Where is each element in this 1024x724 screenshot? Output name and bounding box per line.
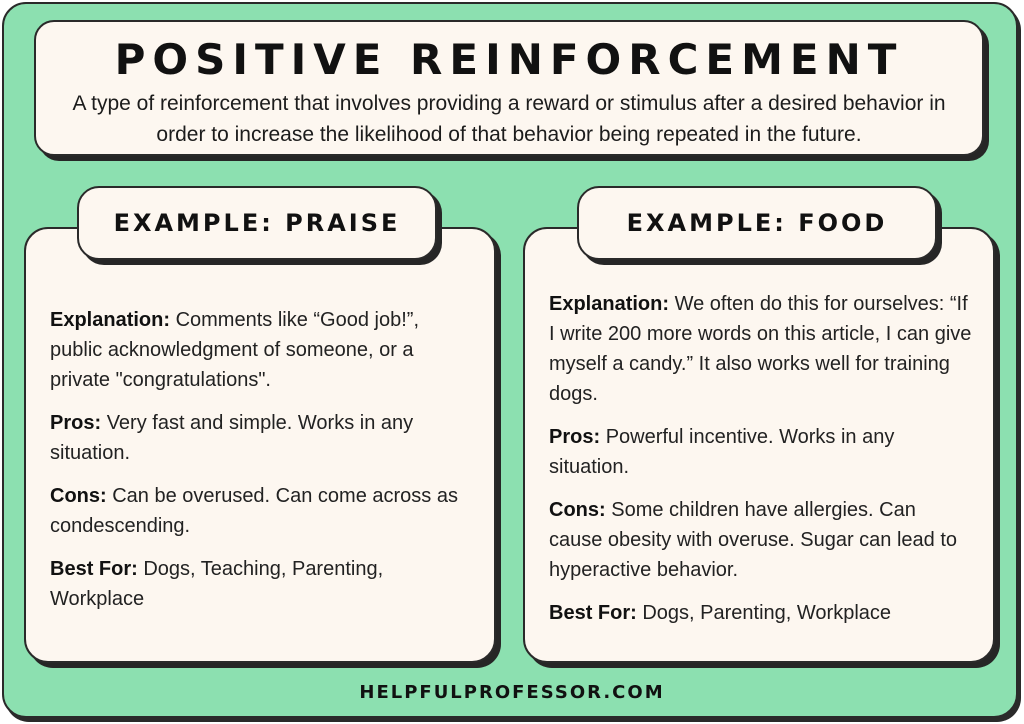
entry-text: We often do this for ourselves: “If I wr… — [549, 293, 972, 405]
example-tab-praise: EXAMPLE: PRAISE — [77, 186, 437, 260]
entry-label: Pros: — [549, 426, 601, 448]
entry-label: Cons: — [50, 485, 107, 507]
entry-text: Comments like “Good job!”, public acknow… — [50, 309, 419, 391]
entry-label: Explanation: — [50, 309, 171, 331]
entry-text: Powerful incentive. Works in any situati… — [549, 426, 895, 478]
entry-text: Some children have allergies. Can cause … — [549, 499, 958, 581]
entry-text: Dogs, Teaching, Parenting, Workplace — [50, 558, 384, 610]
page-title: POSITIVE REINFORCEMENT — [114, 35, 904, 84]
entry-text: Dogs, Parenting, Workplace — [642, 602, 892, 624]
example-tab-food: EXAMPLE: FOOD — [577, 186, 937, 260]
cons-entry: Cons: Can be overused. Can come across a… — [50, 481, 474, 541]
example-panel-praise: Explanation: Comments like “Good job!”, … — [24, 227, 496, 663]
best-for-entry: Best For: Dogs, Parenting, Workplace — [549, 598, 973, 628]
entry-label: Explanation: — [549, 293, 670, 315]
entry-text: Very fast and simple. Works in any situa… — [50, 412, 414, 464]
entry-label: Cons: — [549, 499, 606, 521]
entry-label: Pros: — [50, 412, 102, 434]
cons-entry: Cons: Some children have allergies. Can … — [549, 495, 973, 585]
explanation-entry: Explanation: Comments like “Good job!”, … — [50, 305, 474, 395]
panel-body: Explanation: Comments like “Good job!”, … — [50, 305, 474, 627]
example-panel-food: Explanation: We often do this for oursel… — [523, 227, 995, 663]
definition-text: A type of reinforcement that involves pr… — [72, 92, 946, 146]
best-for-entry: Best For: Dogs, Teaching, Parenting, Wor… — [50, 554, 474, 614]
pros-entry: Pros: Very fast and simple. Works in any… — [50, 408, 474, 468]
pros-entry: Pros: Powerful incentive. Works in any s… — [549, 422, 973, 482]
footer-site-credit: HELPFULPROFESSOR.COM — [359, 682, 665, 703]
entry-label: Best For: — [549, 602, 637, 624]
entry-label: Best For: — [50, 558, 138, 580]
entry-text: Can be overused. Can come across as cond… — [50, 485, 458, 537]
panel-body: Explanation: We often do this for oursel… — [549, 289, 973, 641]
explanation-entry: Explanation: We often do this for oursel… — [549, 289, 973, 409]
header-card: POSITIVE REINFORCEMENT A type of reinfor… — [34, 20, 984, 156]
